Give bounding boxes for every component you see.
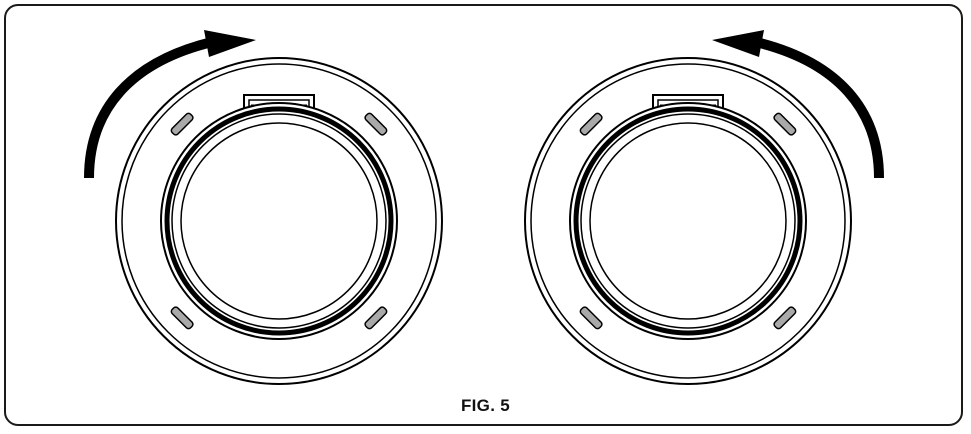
bezel-inner-edge bbox=[171, 113, 387, 329]
slot-top-left bbox=[579, 112, 603, 136]
lens-window bbox=[589, 122, 787, 320]
slot-bottom-right bbox=[773, 306, 797, 330]
slot-bottom-right bbox=[364, 306, 388, 330]
clockwise-arrow-icon bbox=[84, 30, 256, 179]
right-ring-assembly bbox=[524, 57, 852, 385]
outer-ring-inner-edge bbox=[530, 63, 846, 379]
bezel-thick-ring bbox=[164, 106, 394, 336]
outer-ring bbox=[115, 57, 443, 385]
outer-ring bbox=[524, 57, 852, 385]
counterclockwise-arrow-icon bbox=[712, 30, 884, 179]
slot-top-left bbox=[170, 112, 194, 136]
slot-top-right bbox=[364, 112, 388, 136]
lens-window bbox=[180, 122, 378, 320]
slot-bottom-left bbox=[579, 306, 603, 330]
bezel-thick-ring bbox=[573, 106, 803, 336]
slot-top-right bbox=[773, 112, 797, 136]
left-ring-assembly bbox=[115, 57, 443, 385]
bezel-inner-edge bbox=[580, 113, 796, 329]
figure-caption: FIG. 5 bbox=[460, 396, 511, 415]
slot-bottom-left bbox=[170, 306, 194, 330]
outer-ring-inner-edge bbox=[121, 63, 437, 379]
